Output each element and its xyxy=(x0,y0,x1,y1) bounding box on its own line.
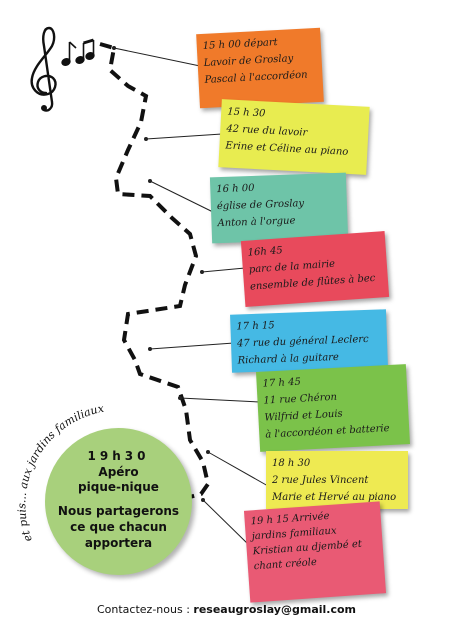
finale-line-1: Apéro xyxy=(98,465,139,479)
contact-email-link[interactable]: reseaugroslay@gmail.com xyxy=(193,603,356,616)
finale-line-2: pique-nique xyxy=(78,480,159,494)
finale-line-4: ce que chacun xyxy=(70,520,167,534)
stop-note-4: 16h 45 parc de la mairie ensemble de flû… xyxy=(240,231,390,307)
contact-label: Contactez-nous : xyxy=(96,603,190,616)
stop-7-artist: Marie et Hervé au piano xyxy=(272,492,397,503)
stop-note-2: 15 h 30 42 rue du lavoir Erine et Céline… xyxy=(218,99,370,175)
stop-note-1: 15 h 00 départ Lavoir de Groslay Pascal … xyxy=(196,27,324,109)
finale-circle: 19h30 Apéro pique-nique Nous partagerons… xyxy=(45,428,192,575)
stop-7-time: 18 h 30 xyxy=(272,458,311,469)
stop-note-3: 16 h 00 église de Groslay Anton à l'orgu… xyxy=(209,172,349,244)
finale-time: 19h30 xyxy=(87,449,150,463)
stop-note-6: 17 h 45 11 rue Chéron Wilfrid et Louis à… xyxy=(256,364,410,452)
stop-7-place: 2 rue Jules Vincent xyxy=(272,475,369,486)
stop-note-7: 18 h 30 2 rue Jules Vincent Marie et Her… xyxy=(266,451,408,509)
contact-line: Contactez-nous : reseaugroslay@gmail.com xyxy=(0,603,453,616)
stop-3-artist: Anton à l'orgue xyxy=(217,215,296,230)
finale-line-3: Nous partagerons xyxy=(57,504,180,518)
stop-note-8: 19 h 15 Arrivée jardins familiaux Kristi… xyxy=(243,501,387,603)
stop-note-5: 17 h 15 47 rue du général Leclerc Richar… xyxy=(230,309,388,373)
finale-line-5: apportera xyxy=(84,536,153,550)
